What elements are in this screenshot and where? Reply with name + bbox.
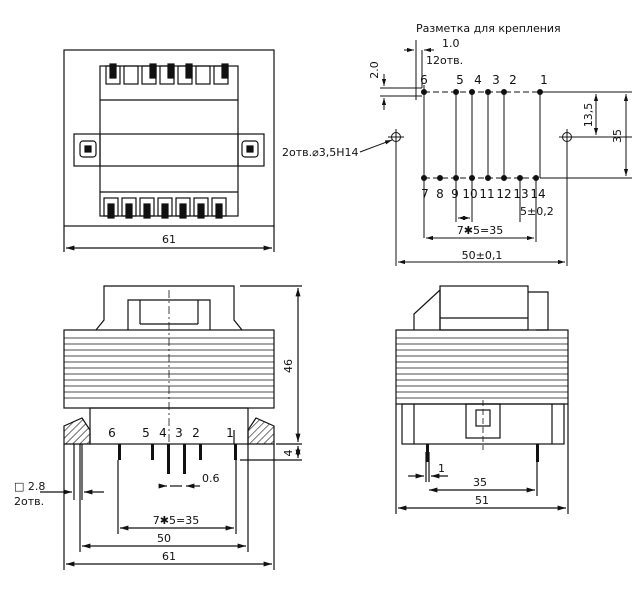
mounting-layout [359, 40, 632, 266]
hole-note: 2отв.⌀3,5H14 [282, 146, 359, 159]
holes-12: 12отв. [426, 54, 463, 67]
top-view-width-label: 61 [162, 233, 176, 246]
pin-label-1: 1 [540, 73, 548, 87]
top-pin-labels: 6 5 4 3 2 1 [420, 73, 548, 87]
front-pin-2: 2 [192, 426, 200, 440]
pin-label-3: 3 [492, 73, 500, 87]
dim-46: 46 [282, 359, 295, 373]
pin-label-10: 10 [462, 187, 477, 201]
dim-35-side: 35 [473, 476, 487, 489]
dim-13-5: 13,5 [582, 103, 595, 128]
dim-7x5-top: 7✱5=35 [457, 224, 503, 237]
front-pins [118, 444, 237, 474]
front-pin-5: 5 [142, 426, 150, 440]
mounting-bracket [73, 133, 265, 167]
top-view [63, 49, 275, 252]
bottom-pin-labels: 7 8 9 10 11 12 13 14 [421, 187, 545, 201]
side-view [395, 285, 569, 514]
front-bracket [95, 285, 243, 331]
dim-51-side: 51 [475, 494, 489, 507]
dim-2-0: 2.0 [368, 61, 381, 79]
dim-50-top: 50±0,1 [462, 249, 503, 262]
left-foot [63, 417, 91, 445]
pin-label-4: 4 [474, 73, 482, 87]
pin-label-2: 2 [509, 73, 517, 87]
pin-label-6: 6 [420, 73, 428, 87]
dim-1-side: 1 [438, 462, 445, 475]
front-pin-4: 4 [159, 426, 167, 440]
pin-label-7: 7 [421, 187, 429, 201]
pin-label-8: 8 [436, 187, 444, 201]
pin-label-14: 14 [530, 187, 545, 201]
top-view-outline [63, 49, 275, 227]
front-pin-6: 6 [108, 426, 116, 440]
front-view [40, 285, 302, 570]
mounting-title: Разметка для крепления [416, 22, 561, 35]
front-pin-3: 3 [175, 426, 183, 440]
dim-pin-0-6: 0.6 [202, 472, 220, 485]
square-note: □ 2.8 [14, 480, 45, 493]
side-bracket-left [413, 288, 441, 330]
dim-7x5-front: 7✱5=35 [153, 514, 199, 527]
bottom-terminal-row [100, 191, 238, 219]
dim-35-vertical: 35 [611, 129, 624, 143]
holes-note: 2отв. [14, 495, 44, 508]
dim-4: 4 [282, 450, 295, 457]
dim-61-front: 61 [162, 550, 176, 563]
dim-pitch-5: 5±0,2 [520, 205, 554, 218]
pin-label-12: 12 [496, 187, 511, 201]
dim-50-front: 50 [157, 532, 171, 545]
dim-1-0: 1.0 [442, 37, 460, 50]
top-terminal-row [100, 63, 238, 101]
front-pin-1: 1 [226, 426, 234, 440]
pin-label-5: 5 [456, 73, 464, 87]
pin-label-9: 9 [451, 187, 459, 201]
pin-label-13: 13 [513, 187, 528, 201]
right-foot [247, 417, 275, 445]
front-pin-labels: 6 5 4 3 2 1 [108, 426, 234, 440]
side-coil [395, 329, 569, 405]
pin-label-11: 11 [479, 187, 494, 201]
